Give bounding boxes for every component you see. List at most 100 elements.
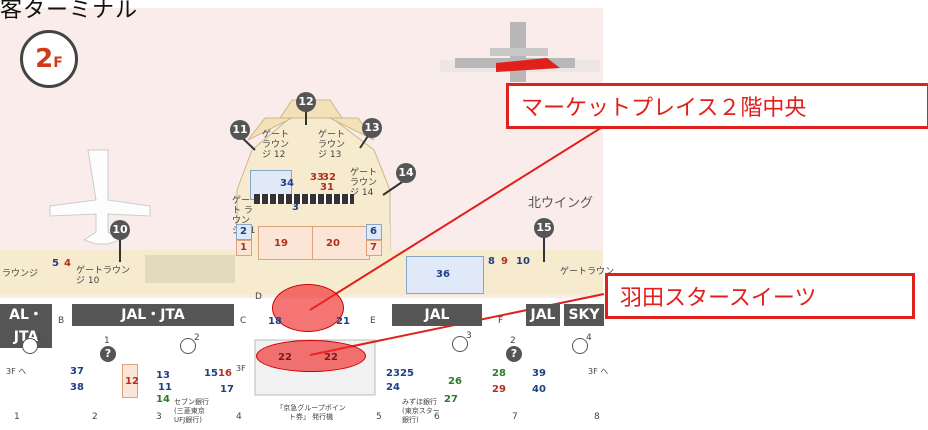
callout-line bbox=[309, 125, 605, 311]
store-cell bbox=[312, 226, 370, 260]
store-number: 19 bbox=[274, 238, 288, 249]
entrance-b: B bbox=[58, 316, 65, 326]
entrance-d: D bbox=[255, 292, 262, 302]
clock-icon bbox=[22, 338, 38, 354]
exit-number: 8 bbox=[594, 412, 600, 422]
store-number: 5 bbox=[52, 258, 59, 269]
store-number: 22 bbox=[324, 352, 338, 363]
exit-number: 7 bbox=[512, 412, 518, 422]
store-number: 10 bbox=[516, 256, 530, 267]
clock-number: 2 bbox=[194, 333, 200, 343]
lounge-left-label: ラウンジ bbox=[2, 269, 39, 279]
exit-number: 3 bbox=[156, 412, 162, 422]
airline-bar-sky: SKY bbox=[564, 304, 604, 326]
store-number: 32 bbox=[322, 172, 336, 183]
store-number: 22 bbox=[278, 352, 292, 363]
exit-number: 5 bbox=[376, 412, 382, 422]
floor-3f-right: 3F へ bbox=[588, 367, 609, 376]
store-number: 4 bbox=[64, 258, 71, 269]
exit-number: 2 bbox=[92, 412, 98, 422]
airline-bar-jal-right: JAL bbox=[526, 304, 560, 326]
bank-note: みずほ銀行 (東京スター 銀行) bbox=[402, 398, 440, 424]
store-number: 14 bbox=[156, 394, 170, 405]
clock-icon bbox=[572, 338, 588, 354]
store-cell bbox=[366, 224, 382, 240]
page-title: 客ターミナル bbox=[0, 0, 139, 23]
star-sweets-highlight bbox=[256, 340, 366, 372]
exit-number: 1 bbox=[14, 412, 20, 422]
store-number: 31 bbox=[320, 182, 334, 193]
clock-number: 1 bbox=[36, 333, 42, 343]
gate-13-marker: 13 bbox=[362, 118, 382, 138]
floor-badge: 2F bbox=[20, 30, 78, 88]
star-sweets-callout: 羽田スタースイーツ bbox=[605, 273, 915, 319]
exit-number: 4 bbox=[236, 412, 242, 422]
store-number: 28 bbox=[492, 368, 506, 379]
store-number: 29 bbox=[492, 384, 506, 395]
store-number: 37 bbox=[70, 366, 84, 377]
marketplace-highlight bbox=[272, 284, 344, 332]
gate-lounge-12-label: ゲート ラウンジ 12 bbox=[262, 130, 290, 160]
floor-3f-left: 3F へ bbox=[6, 367, 27, 376]
store-number: 13 bbox=[156, 370, 170, 381]
store-number: 25 bbox=[400, 368, 414, 379]
store-number: 24 bbox=[386, 382, 400, 393]
store-number: 12 bbox=[125, 376, 139, 387]
store-number: 36 bbox=[436, 269, 450, 280]
clock-icon bbox=[452, 336, 468, 352]
store-number: 7 bbox=[370, 242, 377, 253]
entrance-c: C bbox=[240, 316, 247, 326]
service-area bbox=[145, 255, 235, 283]
gate-lounge-13-label: ゲート ラウンジ 13 bbox=[318, 130, 346, 160]
store-number: 23 bbox=[386, 368, 400, 379]
gate-lounge-right-label: ゲートラウン bbox=[560, 267, 615, 277]
store-number: 26 bbox=[448, 376, 462, 387]
store-cell bbox=[406, 256, 484, 294]
clock-icon bbox=[180, 338, 196, 354]
store-number: 11 bbox=[158, 382, 172, 393]
store-number: 40 bbox=[532, 384, 546, 395]
exit-number: 6 bbox=[434, 412, 440, 422]
store-number: 6 bbox=[370, 226, 377, 237]
floor-3f-center: 3F bbox=[236, 364, 246, 373]
store-number: 8 bbox=[488, 256, 495, 267]
floor-suffix: F bbox=[53, 55, 63, 71]
store-number: 21 bbox=[336, 316, 350, 327]
store-cell bbox=[366, 240, 382, 256]
store-number: 27 bbox=[444, 394, 458, 405]
marketplace-callout: マーケットプレイス２階中央 bbox=[506, 83, 928, 129]
gate-lounge-10-label: ゲートラウンジ 10 bbox=[76, 266, 131, 286]
store-number: 38 bbox=[70, 382, 84, 393]
store-cell bbox=[122, 364, 138, 398]
info-number: 2 bbox=[510, 336, 516, 346]
clock-number: 3 bbox=[466, 331, 472, 341]
store-cell bbox=[236, 224, 252, 240]
store-number: 9 bbox=[501, 256, 508, 267]
store-number: 34 bbox=[280, 178, 294, 189]
info-number: 1 bbox=[104, 336, 110, 346]
info-icon: ? bbox=[506, 346, 522, 362]
store-cell bbox=[236, 240, 252, 256]
floor-number: 2 bbox=[35, 44, 54, 74]
entrance-f: F bbox=[498, 316, 504, 326]
store-number: 16 bbox=[218, 368, 232, 379]
store-number: 39 bbox=[532, 368, 546, 379]
store-number: 1 bbox=[240, 242, 247, 253]
bank-note: セブン銀行 (三菱東京 UFJ銀行) bbox=[174, 398, 209, 424]
airplane-icon bbox=[455, 22, 575, 82]
store-number: 17 bbox=[220, 384, 234, 395]
store-number: 3 bbox=[292, 202, 299, 213]
gate-lounge-14-label: ゲート ラウンジ 14 bbox=[350, 168, 378, 198]
keikyu-point-note: 「京急グループポイント券」 発行機 bbox=[276, 404, 346, 421]
gate-14-marker: 14 bbox=[396, 163, 416, 183]
facility-icons bbox=[254, 194, 354, 204]
entrance-e: E bbox=[370, 316, 376, 326]
clock-number: 4 bbox=[586, 333, 592, 343]
gate-12-marker: 12 bbox=[296, 92, 316, 112]
airline-bar-jal: JAL bbox=[392, 304, 482, 326]
store-number: 15 bbox=[204, 368, 218, 379]
store-number: 2 bbox=[240, 226, 247, 237]
gate-10-marker: 10 bbox=[110, 220, 130, 240]
store-number: 18 bbox=[268, 316, 282, 327]
